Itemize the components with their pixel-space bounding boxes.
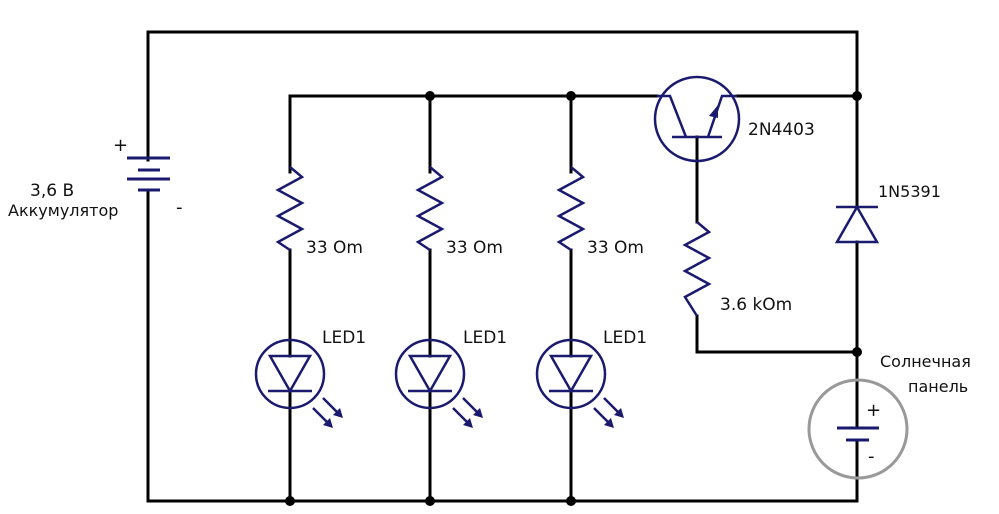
emitter-arrow-icon (709, 105, 718, 118)
led-1: LED1 (254, 328, 366, 428)
junction-dot (425, 496, 435, 506)
wire-top-rail (288, 94, 659, 174)
solar-minus-sign: - (868, 446, 875, 467)
transistor: 2N4403 (653, 75, 815, 163)
diode-label: 1N5391 (878, 182, 941, 201)
resistor-2: 33 Om (415, 166, 503, 258)
wire-outer-top (146, 30, 859, 162)
transistor-label: 2N4403 (748, 120, 815, 140)
junction-dot (852, 91, 862, 101)
resistor-1-label: 33 Om (306, 238, 363, 258)
led-1-label: LED1 (322, 328, 366, 348)
base-resistor-label: 3.6 kOm (720, 295, 792, 315)
battery-name-label: Аккумулятор (8, 201, 118, 220)
battery-plus-sign: + (113, 135, 128, 156)
solar-panel: + - Солнечная панель (807, 352, 971, 480)
led-3-label: LED1 (603, 328, 647, 348)
solar-label-line2: панель (908, 377, 968, 396)
junction-dot (425, 91, 435, 101)
led-2: LED1 (394, 328, 507, 428)
wire-battery-bottom (146, 188, 859, 503)
junctions (285, 91, 862, 506)
base-resistor: 3.6 kOm (682, 221, 792, 317)
junction-dot (566, 91, 576, 101)
battery-symbol: + - 3,6 В Аккумулятор (8, 135, 183, 220)
resistor-3-label: 33 Om (587, 238, 644, 258)
solar-label-line1: Солнечная (880, 352, 971, 371)
light-emission-icon (593, 397, 624, 428)
battery-minus-sign: - (176, 197, 183, 218)
junction-dot (852, 347, 862, 357)
solar-plus-sign: + (866, 400, 881, 421)
wire-base-return (695, 314, 859, 354)
light-emission-icon (312, 397, 343, 428)
battery-voltage-label: 3,6 В (30, 181, 74, 201)
led-2-label: LED1 (463, 328, 507, 348)
resistor-3: 33 Om (556, 166, 644, 258)
wires (146, 30, 859, 503)
resistor-2-label: 33 Om (446, 238, 503, 258)
junction-dot (566, 496, 576, 506)
junction-dot (285, 496, 295, 506)
diode: 1N5391 (834, 182, 941, 244)
led-3: LED1 (535, 328, 647, 428)
resistor-1: 33 Om (275, 166, 363, 258)
light-emission-icon (452, 397, 483, 428)
